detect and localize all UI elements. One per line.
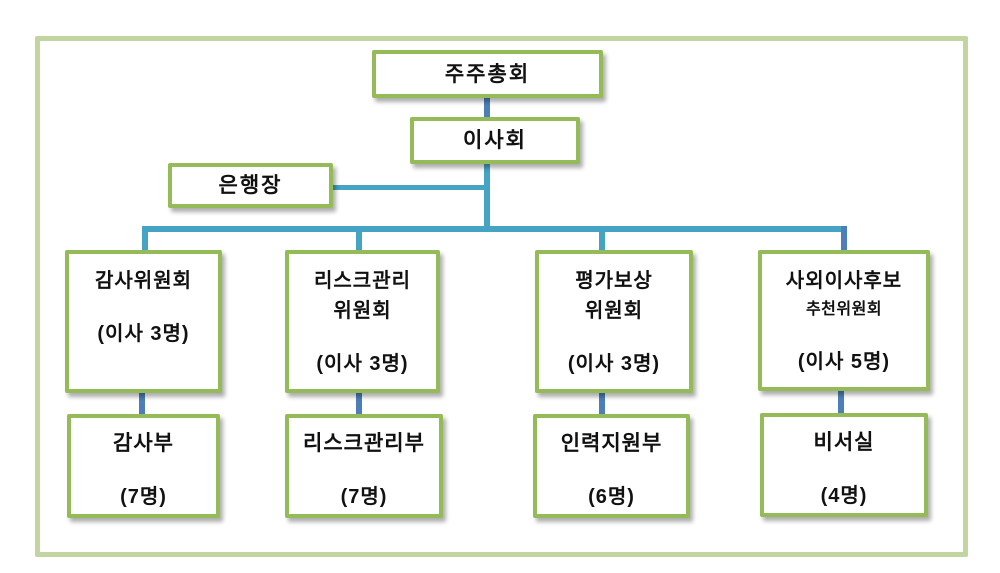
committee-name-line2: 위원회 bbox=[333, 300, 392, 322]
department-members: (6명) bbox=[588, 486, 635, 508]
node-board-of-directors: 이사회 bbox=[410, 117, 580, 164]
committee-members: (이사 3명) bbox=[567, 353, 661, 375]
connector-top-to-board bbox=[484, 95, 490, 121]
committee-name: 평가보상 bbox=[575, 270, 653, 292]
node-outside-director-nomination-committee: 사외이사후보 추천위원회 (이사 5명) bbox=[758, 250, 930, 391]
connector-bus-to-committee-3 bbox=[599, 229, 605, 254]
committee-members: (이사 3명) bbox=[97, 323, 190, 345]
connector-president-branch bbox=[330, 185, 487, 190]
committee-name: 사외이사후보 bbox=[785, 270, 903, 292]
connector-board-to-bus bbox=[484, 160, 490, 230]
node-audit-department: 감사부 (7명) bbox=[67, 414, 220, 518]
node-label: 주주총회 bbox=[444, 62, 531, 86]
department-members: (7명) bbox=[120, 486, 167, 508]
department-name: 인력지원부 bbox=[560, 432, 663, 455]
node-audit-committee: 감사위원회 (이사 3명) bbox=[65, 250, 222, 393]
committee-members: (이사 3명) bbox=[316, 353, 409, 375]
node-hr-support-department: 인력지원부 (6명) bbox=[533, 414, 690, 518]
node-risk-management-department: 리스크관리부 (7명) bbox=[285, 414, 443, 518]
department-name: 비서실 bbox=[813, 431, 875, 454]
node-evaluation-compensation-committee: 평가보상 위원회 (이사 3명) bbox=[535, 250, 693, 393]
connector-horizontal-bus bbox=[142, 226, 847, 232]
connector-committee-2-to-dept bbox=[356, 390, 362, 418]
node-bank-president: 은행장 bbox=[168, 163, 333, 208]
connector-bus-to-committee-2 bbox=[356, 229, 362, 254]
node-risk-management-committee: 리스크관리 위원회 (이사 3명) bbox=[285, 250, 440, 393]
committee-name: 리스크관리 bbox=[314, 270, 411, 292]
committee-members: (이사 5명) bbox=[797, 351, 891, 373]
connector-committee-1-to-dept bbox=[139, 390, 145, 418]
connector-committee-3-to-dept bbox=[599, 390, 605, 418]
department-name: 감사부 bbox=[113, 432, 174, 455]
outer-frame bbox=[35, 36, 968, 557]
node-label: 은행장 bbox=[218, 174, 283, 197]
department-members: (4명) bbox=[820, 485, 868, 507]
committee-name-line2: 추천위원회 bbox=[805, 301, 883, 318]
department-members: (7명) bbox=[340, 486, 388, 508]
connector-bus-to-committee-4 bbox=[841, 226, 847, 254]
department-name: 리스크관리부 bbox=[303, 432, 425, 455]
committee-name-line2: 위원회 bbox=[584, 300, 644, 322]
connector-bus-to-committee-1 bbox=[142, 226, 148, 254]
node-secretariat: 비서실 (4명) bbox=[760, 413, 928, 517]
committee-name: 감사위원회 bbox=[95, 270, 192, 292]
node-label: 이사회 bbox=[463, 129, 527, 152]
connector-committee-4-to-dept bbox=[838, 390, 844, 417]
node-shareholders-meeting: 주주총회 bbox=[372, 50, 603, 98]
